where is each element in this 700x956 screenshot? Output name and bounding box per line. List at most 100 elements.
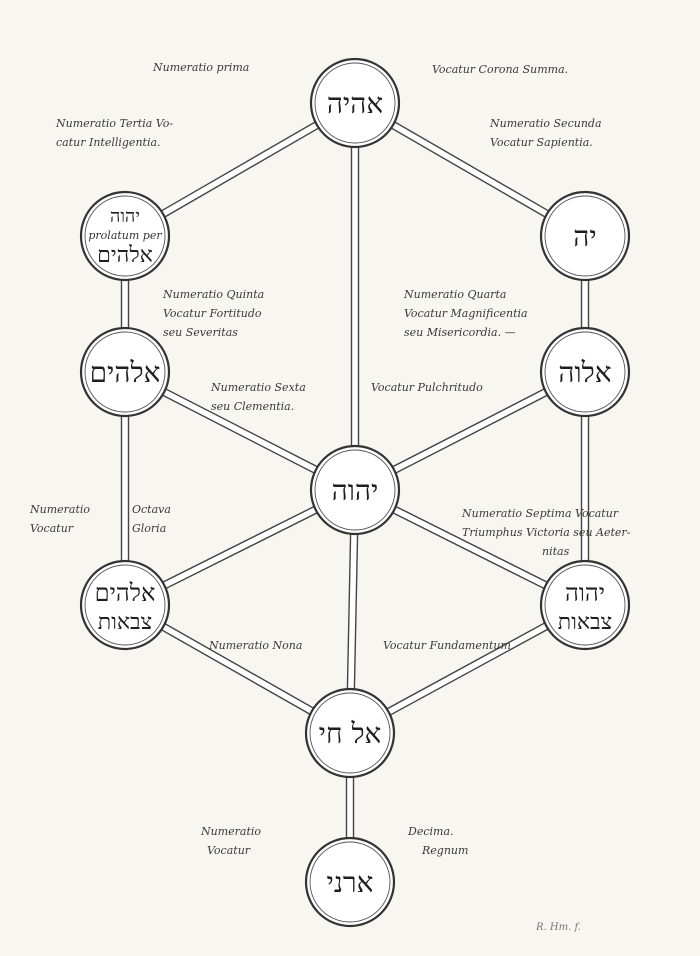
sefirah-tiferet-name: יהוה [332, 474, 379, 507]
sefirah-chokmah: יה [539, 190, 631, 282]
note-line: Numeratio Sexta [211, 381, 306, 394]
sefirah-malkhut-inner-ring [309, 841, 391, 923]
note-numeratio-sexta: Numeratio Sexta seu Clementia. [211, 378, 306, 416]
note-line: Regnum [422, 844, 469, 857]
sefirah-keter-inner-ring [314, 62, 396, 144]
note-line: Triumphus Victoria seu Aeter- [462, 526, 631, 539]
sefirah-hod-inner-ring [84, 564, 166, 646]
path-yesod-malkhut [345, 774, 355, 841]
note-line: Numeratio Septima Vocatur [462, 507, 619, 520]
sefirah-hod-name: אלהים [95, 579, 156, 607]
sefirah-chokmah-inner-ring [544, 195, 626, 277]
sefirah-chesed-name: אלוה [558, 356, 611, 389]
note-gloria: Octava Gloria [132, 500, 171, 538]
note-numeratio-octava: Numeratio Vocatur [30, 500, 90, 538]
note-line: Numeratio [30, 503, 91, 516]
note-line: Vocatur Fortitudo [163, 307, 262, 320]
note-line: Vocatur Pulchritudo [371, 381, 483, 394]
note-line: Decima. [408, 825, 454, 838]
sefirah-malkhut-name: ארני [326, 866, 373, 899]
note-numeratio-decima: Numeratio Vocatur [201, 822, 261, 860]
note-line: Vocatur Magnificentia [404, 307, 528, 320]
sefirah-binah-name-2: אלהים [97, 243, 153, 268]
sefirah-chesed-circle [539, 326, 631, 418]
note-numeratio-prima: Numeratio prima [153, 58, 249, 77]
sefirah-yesod: אל חי [304, 687, 396, 779]
note-line: Numeratio Quinta [163, 288, 265, 301]
sefirah-binah-latin: prolatum per [88, 229, 162, 242]
sefirah-tiferet: יהוה [309, 444, 401, 536]
sefirah-gevurah-inner-ring [84, 331, 166, 413]
path-keter-binah [158, 120, 322, 219]
sefirah-keter-name: אהיה [327, 87, 383, 120]
note-line: Numeratio [201, 825, 262, 838]
sefirah-binah-name: יהוה [110, 206, 140, 227]
note-line: seu Misericordia. — [404, 326, 516, 339]
sefirah-hod: אלהים צבאות [79, 559, 171, 651]
note-line: Vocatur Corona Summa. [432, 63, 569, 76]
note-line: Numeratio Secunda [490, 117, 602, 130]
sefirah-chesed: אלוה [539, 326, 631, 418]
note-line: Gloria [132, 522, 167, 535]
note-line: Numeratio Tertia Vo- [56, 117, 174, 130]
note-line: Numeratio prima [153, 61, 250, 74]
note-line: Numeratio Quarta [404, 288, 507, 301]
sefirah-hod-name-2: צבאות [98, 610, 152, 635]
sefirah-netzach-inner-ring [544, 564, 626, 646]
note-line: Vocatur Fundamentum [383, 639, 511, 652]
note-line: Numeratio Nona [209, 639, 303, 652]
note-numeratio-nona: Numeratio Nona [209, 636, 302, 655]
path-gevurah-hod [120, 413, 130, 564]
sefirah-malkhut-circle [304, 836, 396, 928]
sefirah-yesod-inner-ring [309, 692, 391, 774]
sefirah-binah-inner-ring [84, 195, 166, 277]
sefirah-keter-circle [309, 57, 401, 149]
note-numeratio-quarta: Numeratio Quarta Vocatur Magnificentia s… [404, 285, 528, 342]
note-line: catur Intelligentia. [56, 136, 161, 149]
path-chesed-tiferet [389, 387, 551, 475]
path-keter-tiferet [350, 144, 360, 449]
note-fundamentum: Vocatur Fundamentum [383, 636, 511, 655]
note-line: Vocatur [30, 522, 74, 535]
note-line: nitas [542, 545, 570, 558]
sefirah-chokmah-name: יה [573, 220, 596, 253]
sefirah-tiferet-inner-ring [314, 449, 396, 531]
path-chokmah-chesed [580, 277, 590, 331]
note-numeratio-tertia: Numeratio Tertia Vo- catur Intelligentia… [56, 114, 173, 152]
path-tiferet-yesod [346, 531, 359, 692]
sefirah-netzach-circle [539, 559, 631, 651]
sefirah-netzach-name-2: צבאות [558, 610, 612, 635]
path-tiferet-hod [160, 504, 320, 591]
note-corona-summa: Vocatur Corona Summa. [432, 60, 568, 79]
note-line: Octava [132, 503, 171, 516]
note-numeratio-secunda: Numeratio Secunda Vocatur Sapientia. [490, 114, 602, 152]
sefirah-chokmah-circle [539, 190, 631, 282]
note-regnum: Decima. Regnum [408, 822, 468, 860]
sefirah-keter: אהיה [309, 57, 401, 149]
sefirah-netzach: יהוה צבאות [539, 559, 631, 651]
note-numeratio-septima: Numeratio Septima Vocatur Triumphus Vict… [462, 504, 630, 561]
sefirah-netzach-name: יהוה [565, 579, 605, 607]
sefirah-gevurah: אלהים [79, 326, 171, 418]
sefirah-chesed-inner-ring [544, 331, 626, 413]
sefirah-malkhut: ארני [304, 836, 396, 928]
note-line: Vocatur [207, 844, 251, 857]
path-binah-gevurah [120, 277, 130, 331]
note-pulchritudo: Vocatur Pulchritudo [371, 378, 483, 397]
note-line: seu Severitas [163, 326, 238, 339]
artist-signature: R. Hm. f. [536, 922, 581, 933]
sefirah-yesod-circle [304, 687, 396, 779]
sefirah-binah-circle [79, 190, 171, 282]
note-line: Vocatur Sapientia. [490, 136, 593, 149]
sefirah-tiferet-circle [309, 444, 401, 536]
sefirah-gevurah-name: אלהים [90, 356, 161, 389]
note-numeratio-quinta: Numeratio Quinta Vocatur Fortitudo seu S… [163, 285, 264, 342]
sefirah-yesod-name: אל חי [319, 717, 382, 750]
sefirah-hod-circle [79, 559, 171, 651]
note-line: seu Clementia. [211, 400, 295, 413]
sefirah-gevurah-circle [79, 326, 171, 418]
